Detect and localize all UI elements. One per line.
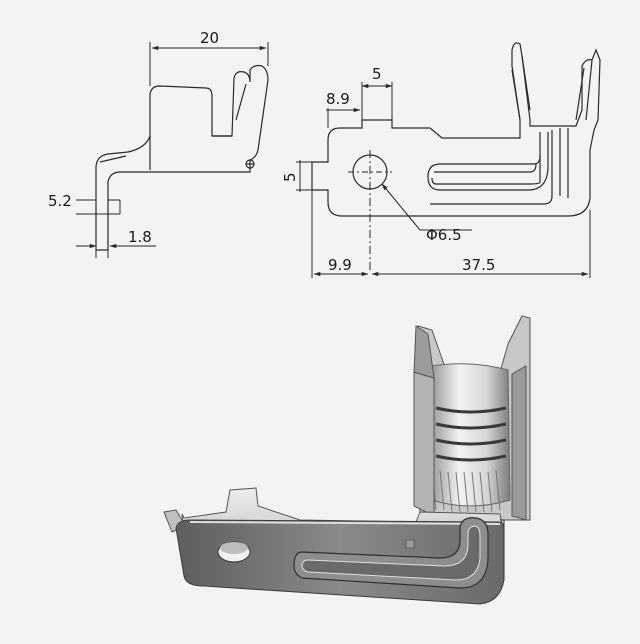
dim-width-20: 20 <box>200 29 219 47</box>
dim-hole-dia: Φ6.5 <box>426 226 462 244</box>
top-view-dimensions <box>296 82 591 278</box>
dim-thickness-1-8: 1.8 <box>128 228 152 246</box>
side-view-dimensions <box>76 42 269 258</box>
side-view <box>95 64 269 251</box>
top-view <box>311 42 601 217</box>
side-view-outline <box>95 64 269 251</box>
top-view-outline <box>311 42 601 217</box>
dim-offset-8-9: 8.9 <box>326 90 350 108</box>
top-view-slot <box>427 132 549 191</box>
isometric-render <box>163 315 531 605</box>
dim-length-37-5: 37.5 <box>462 256 495 274</box>
dim-x-9-9: 9.9 <box>328 256 352 274</box>
dim-height-5-2: 5.2 <box>48 192 72 210</box>
dim-tab-5-left: 5 <box>281 172 299 182</box>
dim-tab-5-top: 5 <box>372 65 382 83</box>
